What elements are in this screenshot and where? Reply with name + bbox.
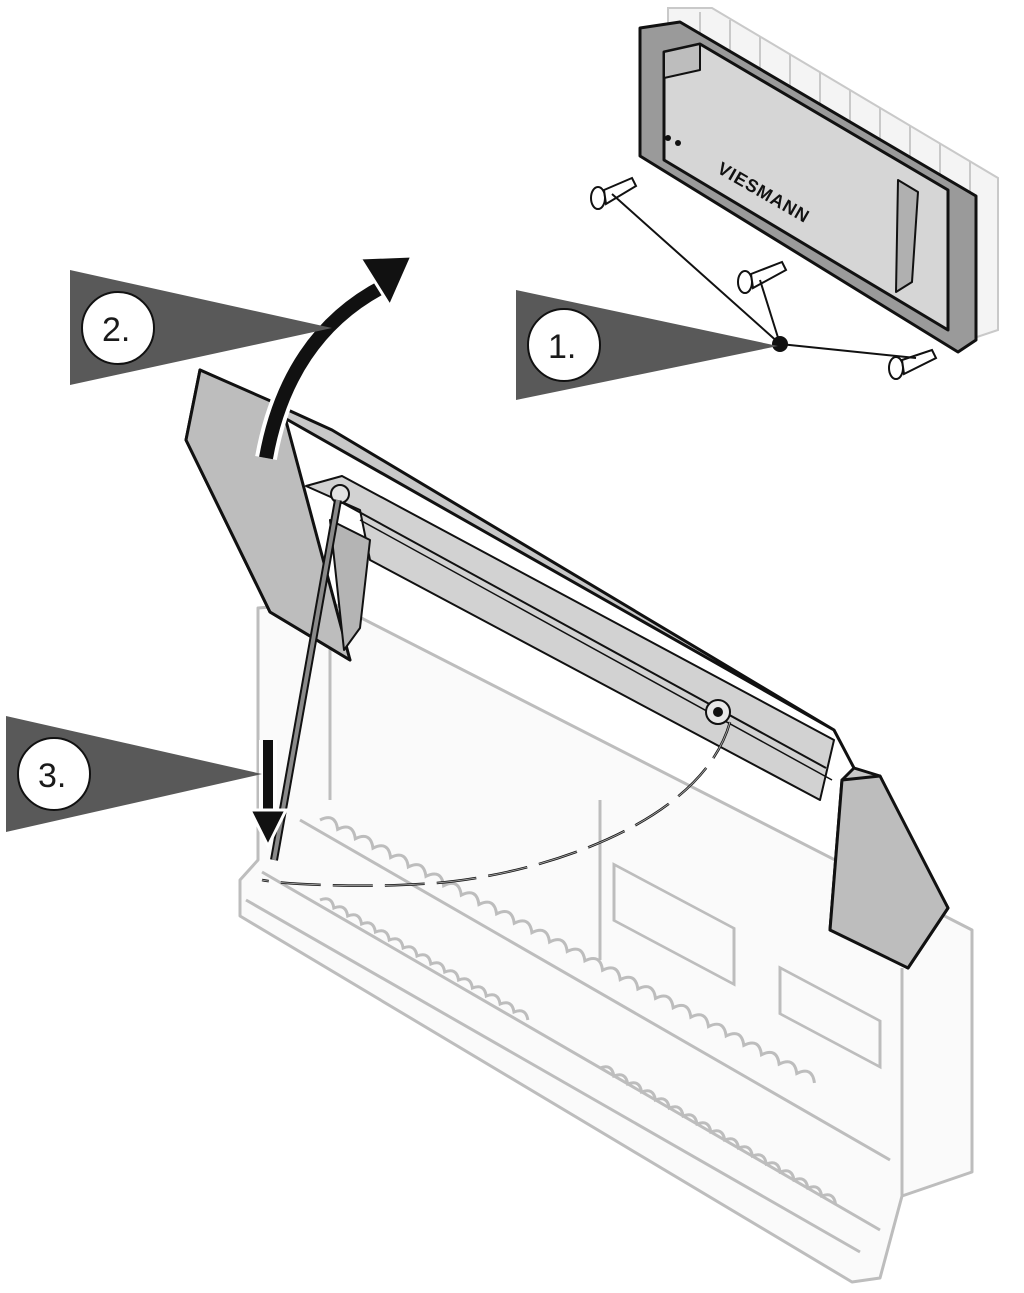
hinge-post (270, 484, 350, 861)
step-2-callout: 2. (70, 270, 332, 385)
screw-left (590, 176, 638, 210)
closed-control-unit: VIESMANN (590, 7, 999, 380)
screw-leader-lines (611, 193, 917, 359)
step-1-label: 1. (548, 328, 576, 366)
step-1-badge (527, 308, 601, 382)
leader-dot (772, 336, 788, 352)
terminal-block-upper (612, 862, 736, 987)
open-lid-arrow (255, 254, 415, 460)
step-3-label: 3. (38, 757, 66, 795)
terminal-block-lower (778, 965, 882, 1070)
step-1-callout: 1. (516, 290, 778, 400)
terminal-rows (319, 816, 838, 1205)
step-3-callout: 3. (6, 716, 262, 832)
step-2-label: 2. (102, 311, 130, 349)
step-2-badge (81, 291, 155, 365)
lock-post-arrow (247, 740, 289, 850)
open-unit-housing (238, 600, 974, 1284)
open-lid (184, 368, 950, 970)
swing-path-outline (261, 721, 731, 887)
step-3-badge (17, 737, 91, 811)
screw-right (888, 348, 938, 380)
closed-unit-cover (638, 20, 978, 354)
lid-knob (705, 699, 731, 725)
